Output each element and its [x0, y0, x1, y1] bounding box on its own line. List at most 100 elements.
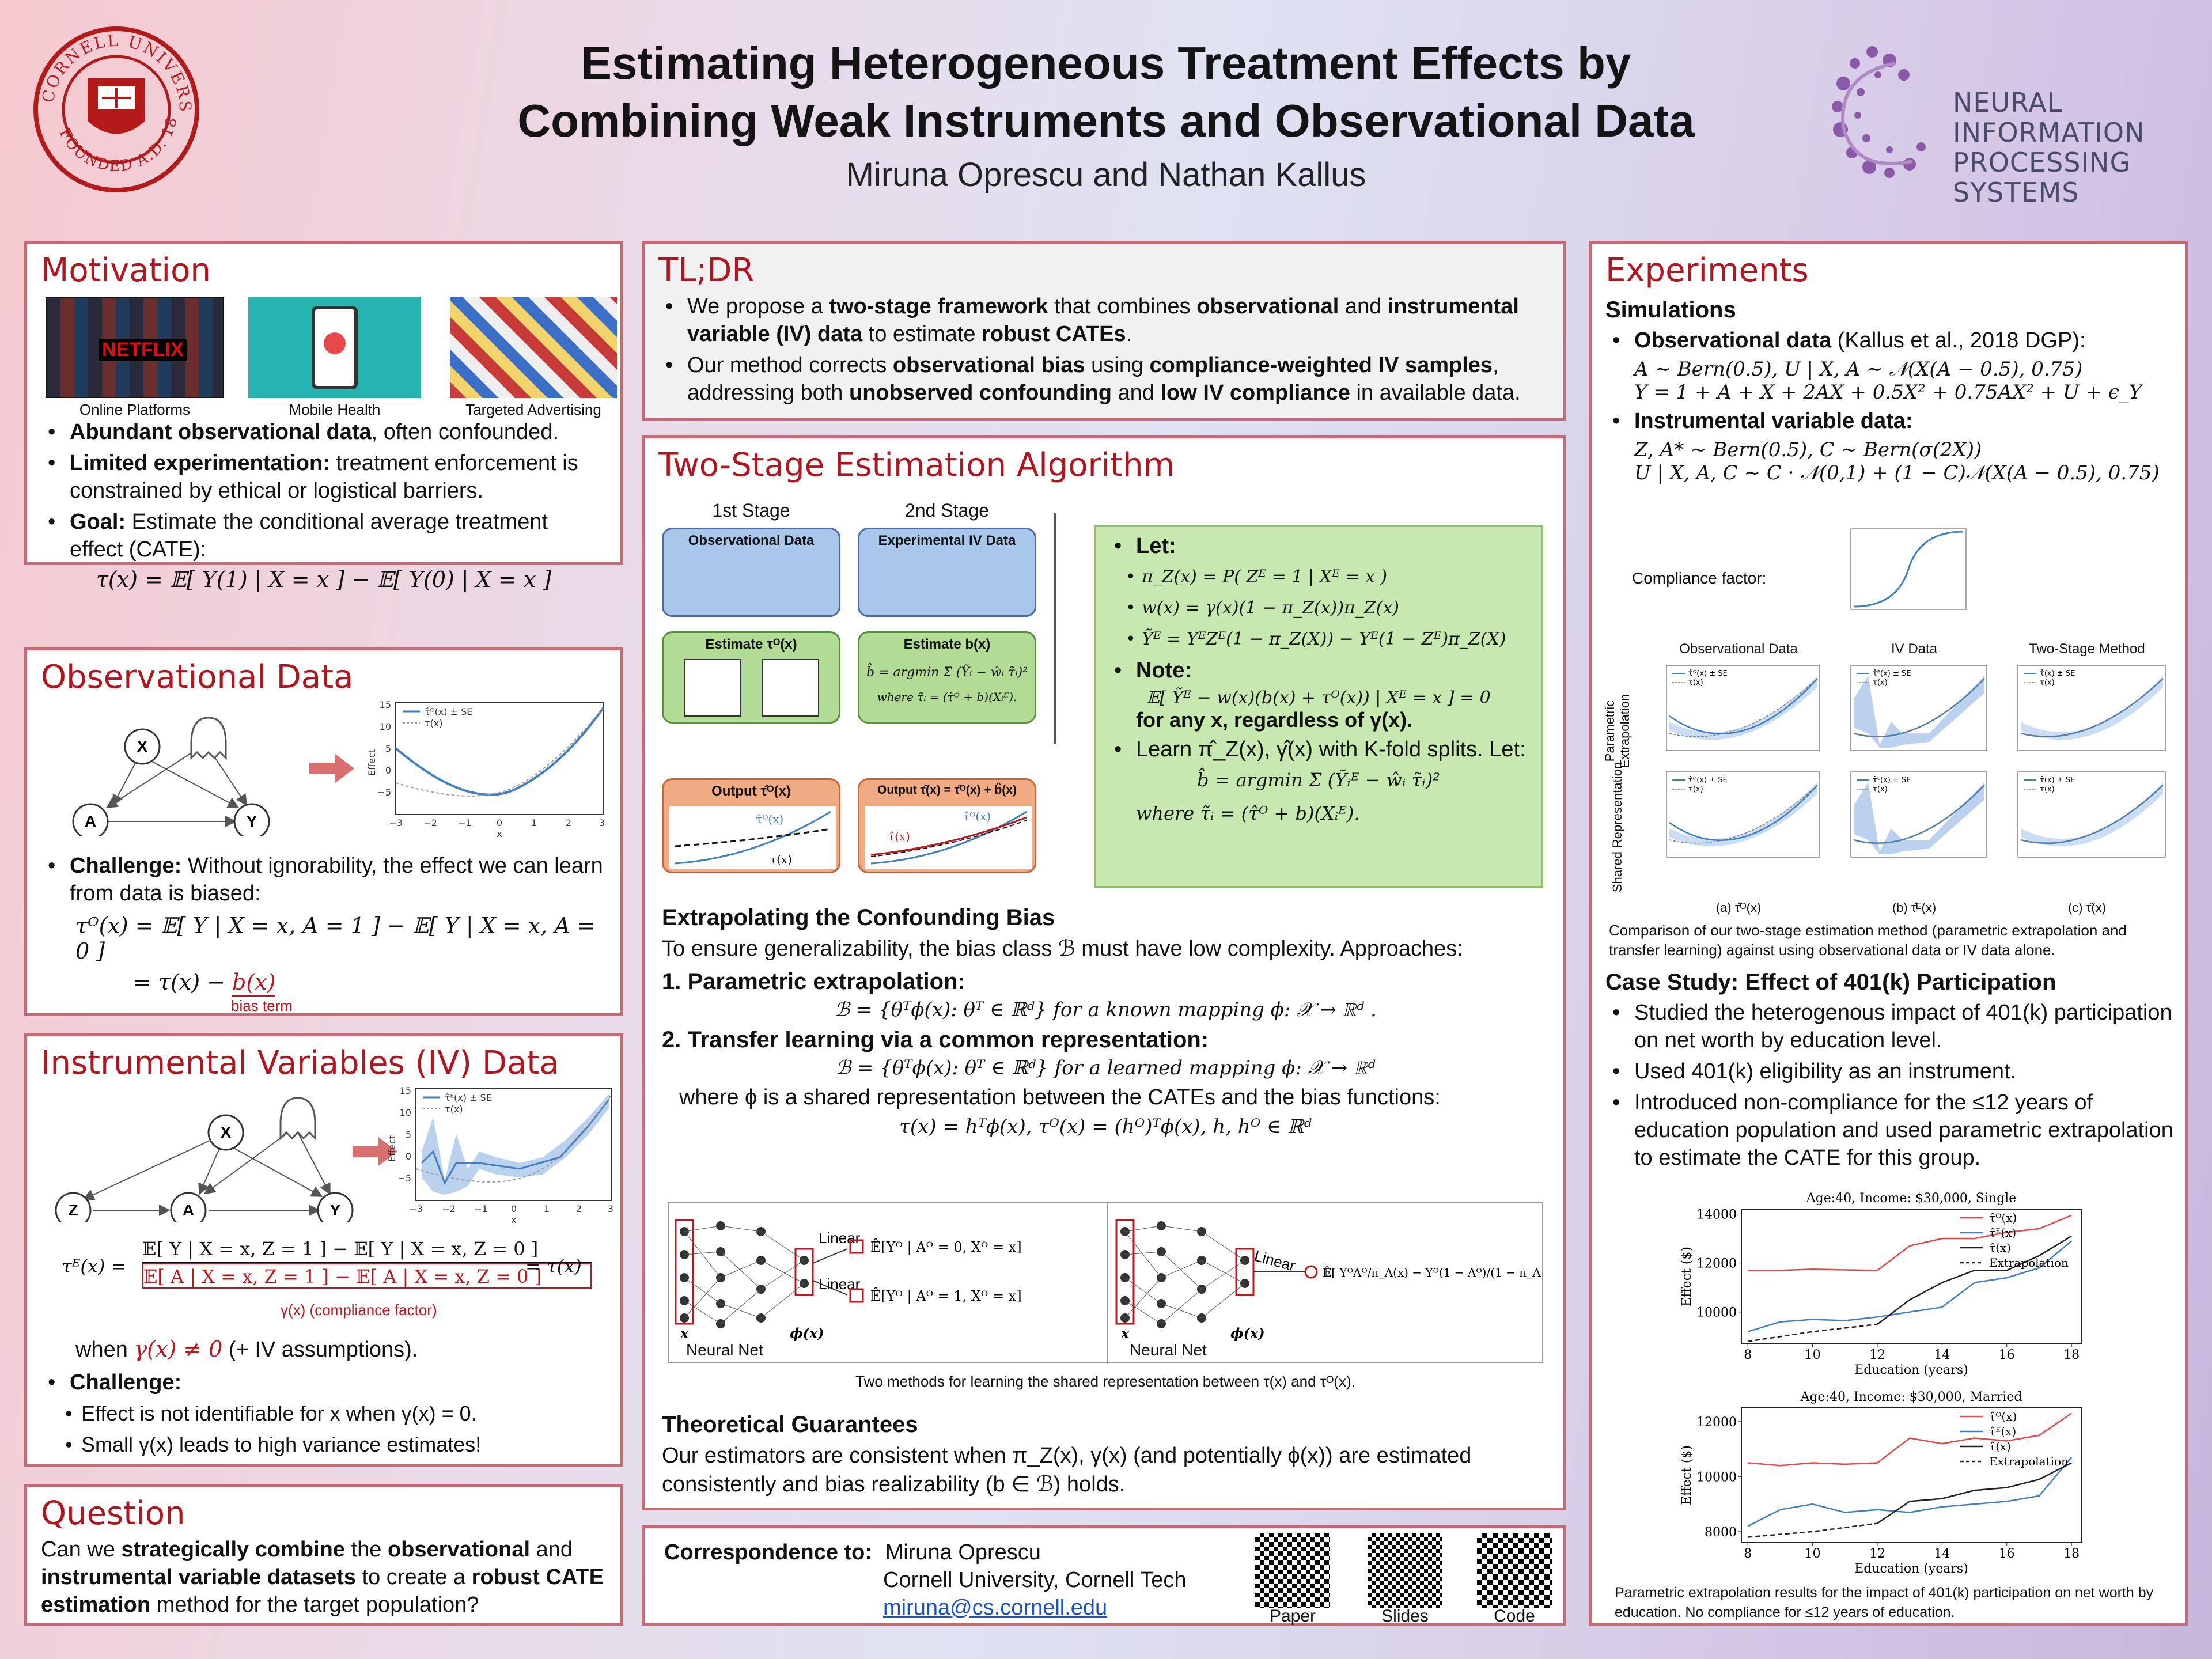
- grid-sub-label: (b) τ̂ᴱ(x): [1892, 900, 1937, 915]
- x-tick-label: 14: [1934, 1348, 1950, 1362]
- list-item: Let:: [1107, 532, 1530, 560]
- list-item: Goal: Estimate the conditional average t…: [41, 508, 607, 563]
- svg-text:5: 5: [406, 1129, 411, 1140]
- svg-text:𝔼̂[Yᴼ | Aᴼ = 1, Xᴼ = x]: 𝔼̂[Yᴼ | Aᴼ = 1, Xᴼ = x]: [870, 1287, 1022, 1305]
- transfer-formula: ℬ = {θᵀϕ(x): θᵀ ∈ ℝᵈ} for a learned mapp…: [835, 1056, 1376, 1080]
- grid-row-label: Shared Representation: [1610, 762, 1624, 893]
- tldr-panel: TL;DR We propose a two-stage framework t…: [642, 241, 1566, 421]
- neurips-wordmark: NEURAL INFORMATION PROCESSING SYSTEMS: [1953, 87, 2145, 208]
- svg-text:0: 0: [385, 765, 391, 776]
- legend-label: Extrapolation: [1989, 1256, 2069, 1270]
- neural-net-caption: Two methods for learning the shared repr…: [855, 1373, 1355, 1390]
- legend-label: τ̂ᴱ(x): [1989, 1226, 2016, 1240]
- compliance-plot: [1850, 528, 1967, 610]
- svg-text:x: x: [497, 828, 502, 839]
- note-formula: 𝔼[ Ỹᴱ − w(x)(b(x) + τᴼ(x)) | Xᴱ = x ] = …: [1146, 688, 1491, 708]
- y-tick-label: 10000: [1696, 1306, 1737, 1320]
- plot-area: [1741, 1209, 2082, 1344]
- svg-text:−1: −1: [458, 817, 472, 828]
- simulation-plot: τ̂(x) ± SEτ(x): [2017, 771, 2166, 858]
- extrapolation-text: To ensure generalizability, the bias cla…: [662, 937, 1463, 961]
- transfer-title: 2. Transfer learning via a common repres…: [662, 1027, 1209, 1052]
- simulation-plot: τ̂(x) ± SEτ(x): [2017, 665, 2166, 751]
- svg-text:3: 3: [608, 1203, 613, 1214]
- simulation-plot: τ̂ᴼ(x) ± SEτ(x): [1666, 771, 1820, 858]
- mobile-health-image: [248, 297, 421, 398]
- svg-text:10: 10: [380, 721, 391, 732]
- transfer-formula2: τ(x) = hᵀϕ(x), τᴼ(x) = (hᴼ)ᵀϕ(x), h, hᴼ …: [899, 1115, 1312, 1138]
- plot-area: [1741, 1407, 2082, 1543]
- code-qr-code[interactable]: [1477, 1533, 1552, 1608]
- question-panel: Question Can we strategically combine th…: [24, 1484, 623, 1626]
- simulation-grid: Observational Data IV Data Two-Stage Met…: [1603, 641, 2179, 918]
- contact-affiliation: Cornell University, Cornell Tech: [883, 1568, 1187, 1592]
- paper-qr-code[interactable]: [1255, 1533, 1330, 1608]
- x-tick-label: 16: [1999, 1348, 2015, 1362]
- list-item: Studied the heterogenous impact of 401(k…: [1605, 999, 2176, 1054]
- bias-label: bias term: [231, 997, 293, 1014]
- series-line: [1877, 1235, 2072, 1325]
- list-item: Introduced non-compliance for the ≤12 ye…: [1605, 1089, 2176, 1172]
- online-platforms-image: NETFLIX: [46, 297, 224, 398]
- grid-col-label: Two-Stage Method: [2029, 641, 2145, 657]
- list-item: Instrumental variable data:: [1605, 407, 2171, 435]
- list-item: Note:: [1107, 657, 1530, 684]
- legend-label: τ̂(x): [1989, 1241, 2011, 1255]
- legend-label: τ̂ᴼ(x) ± SE: [1688, 776, 1728, 785]
- svg-text:−5: −5: [397, 1173, 411, 1184]
- series-line: [1748, 1412, 2072, 1467]
- legend-label: τ(x): [1688, 679, 1703, 687]
- output-final-box: Output τ̂(x) = τ̂ᴼ(x) + b̂(x) τ̂ᴼ(x) τ̂(…: [858, 778, 1036, 873]
- compliance-label: Compliance factor:: [1632, 569, 1767, 587]
- estimate-tau-box: Estimate τᴼ(x): [662, 631, 840, 724]
- cate-formula: τ(x) = 𝔼[ Y(1) | X = x ] − 𝔼[ Y(0) | X =…: [96, 567, 552, 592]
- iv-data-box: Experimental IV Data: [858, 528, 1036, 617]
- iv-effect-plot: 15 10 5 0 −5 −3 −2 −1 0 1 2 3 x Effect τ…: [387, 1085, 613, 1225]
- case-study-title: Case Study: Effect of 401(k) Participati…: [1605, 969, 2056, 995]
- neural-net-label: Neural Net: [686, 1341, 763, 1359]
- svg-text:−2: −2: [423, 817, 437, 828]
- svg-text:Effect: Effect: [387, 1135, 397, 1162]
- svg-text:−3: −3: [389, 817, 403, 828]
- neurips-swirl-icon: [1832, 46, 1926, 178]
- svg-text:x: x: [1120, 1325, 1130, 1341]
- netflix-wordmark: NETFLIX: [99, 339, 187, 361]
- series-line: [1877, 1462, 2072, 1524]
- motivation-images: NETFLIX Online Platforms Mobile Health T…: [41, 297, 617, 418]
- list-item: Learn π̂_Z(x), γ̂(x) with K-fold splits.…: [1107, 736, 1530, 763]
- compliance-label: γ(x) (compliance factor): [281, 1301, 437, 1319]
- node-a: A: [85, 812, 96, 830]
- neural-net-left: Linear Linear 𝔼̂[Yᴼ | Aᴼ = 0, Xᴼ = x] 𝔼̂…: [675, 1219, 1022, 1341]
- iv-title: Instrumental Variables (IV) Data: [41, 1044, 559, 1082]
- list-item: π_Z(x) = P( Zᴱ = 1 | Xᴱ = x ): [1119, 563, 1530, 591]
- observational-dag: X A Y: [72, 717, 270, 836]
- legend-label: τ̂(x) ± SE: [2040, 776, 2075, 785]
- y-tick-label: 14000: [1696, 1208, 1737, 1222]
- challenge-bullet: Challenge:: [41, 1369, 611, 1396]
- stage-1-label: 1st Stage: [712, 500, 790, 521]
- grid-caption: Comparison of our two-stage estimation m…: [1609, 922, 2127, 959]
- iv-formula-1: Z, A* ∼ Bern(0.5), C ∼ Bern(σ(2X)): [1634, 438, 1982, 461]
- svg-text:−1: −1: [474, 1203, 488, 1214]
- svg-text:x: x: [511, 1214, 516, 1225]
- svg-text:5: 5: [385, 743, 391, 754]
- iv-condition: when γ(x) ≠ 0 (+ IV assumptions).: [75, 1336, 418, 1362]
- contact-email-link[interactable]: miruna@cs.cornell.edu: [883, 1596, 1108, 1620]
- y-axis-label: Effect ($): [1680, 1445, 1694, 1505]
- output-final-plot: τ̂ᴼ(x) τ̂(x): [865, 806, 1032, 869]
- poster-title: Estimating Heterogeneous Treatment Effec…: [517, 37, 1695, 146]
- slides-qr-code[interactable]: [1368, 1533, 1442, 1608]
- obs-formula-1: A ∼ Bern(0.5), U | X, A ∼ 𝒩(X(A − 0.5), …: [1634, 358, 2083, 381]
- ghost-icon: [190, 717, 227, 760]
- question-text: Can we strategically combine the observa…: [41, 1537, 604, 1617]
- y-tick-label: 12000: [1696, 1257, 1737, 1271]
- estimate-b-box: Estimate b(x) b̂ = argmin Σ (Ỹᵢ − ŵᵢ τ̃ᵢ…: [858, 631, 1036, 724]
- list-item: w(x) = γ(x)(1 − π_Z(x))π_Z(x): [1119, 594, 1530, 622]
- list-item: Used 401(k) eligibility as an instrument…: [1605, 1058, 2176, 1085]
- qr-label: Paper: [1269, 1607, 1316, 1626]
- svg-text:Linear: Linear: [819, 1229, 861, 1247]
- y-axis-label: Effect ($): [1680, 1247, 1694, 1306]
- arrow-icon: [353, 1137, 397, 1166]
- svg-text:−3: −3: [409, 1203, 423, 1214]
